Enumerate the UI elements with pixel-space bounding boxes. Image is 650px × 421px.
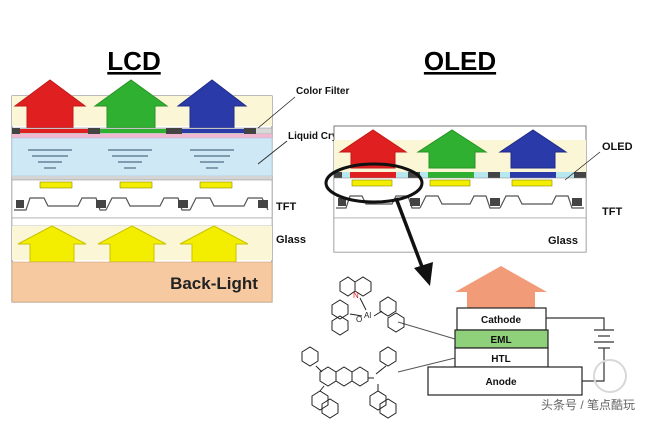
lcd-green-arrow [93, 79, 169, 129]
lcd-glass-layer [11, 217, 273, 227]
watermark-text: 头条号 / 笔点酷玩 [541, 397, 635, 412]
lcd-backlight-layer [11, 261, 273, 303]
lcd-color-filter-layer [11, 127, 273, 135]
htl-label: HTL [491, 354, 510, 365]
lcd-color-filter-label: Color Filter [296, 86, 349, 97]
oled-label: OLED [602, 141, 633, 153]
oled-emitter-layer [334, 172, 586, 178]
oled-stack-detail: Cathode EML HTL Anode [397, 266, 614, 396]
cathode-label: Cathode [481, 315, 521, 326]
atom-al-label: Al [364, 311, 371, 320]
oled-blue-arrow [498, 129, 568, 169]
oled-glass-layer [333, 217, 587, 253]
zoom-arrow [394, 197, 426, 273]
oled-tft-label: TFT [602, 206, 622, 218]
lcd-blue-arrow [176, 79, 248, 129]
eml-label: EML [490, 335, 511, 346]
anode-layer [427, 366, 583, 396]
lcd-liquid-crystal-layer [11, 137, 273, 177]
lcd-red-arrow [13, 79, 87, 129]
atom-o-label: O [356, 315, 362, 324]
watermark-logo [593, 359, 627, 393]
lcd-backlight-label: Back-Light [170, 274, 258, 293]
oled-red-arrow [338, 129, 408, 169]
oled-glass-label: Glass [548, 235, 578, 247]
oled-green-arrow [416, 129, 488, 169]
lcd-title: LCD [107, 46, 160, 76]
lcd-tft-label: TFT [276, 201, 296, 213]
atom-n-label: N [353, 291, 359, 300]
lcd-tft-layer [11, 176, 273, 219]
npb-molecule [301, 346, 397, 419]
lcd-glass-label: Glass [276, 234, 306, 246]
lcd-panel: LCD [11, 46, 355, 303]
oled-title: OLED [424, 46, 496, 76]
oled-tft-layer [333, 177, 587, 219]
lcd-liquid-crystal-label: Liquid Crystal [288, 131, 355, 142]
battery-circuit [546, 317, 614, 382]
anode-label: Anode [485, 377, 517, 388]
zoom-ellipse [324, 162, 424, 204]
oled-panel: OLED [324, 46, 633, 286]
alq3-molecule: N O Al [331, 276, 405, 336]
emission-arrow [455, 266, 547, 308]
watermark: 头条号 / 笔点酷玩 [541, 359, 635, 412]
lcd-backlight-arrows [17, 225, 249, 263]
